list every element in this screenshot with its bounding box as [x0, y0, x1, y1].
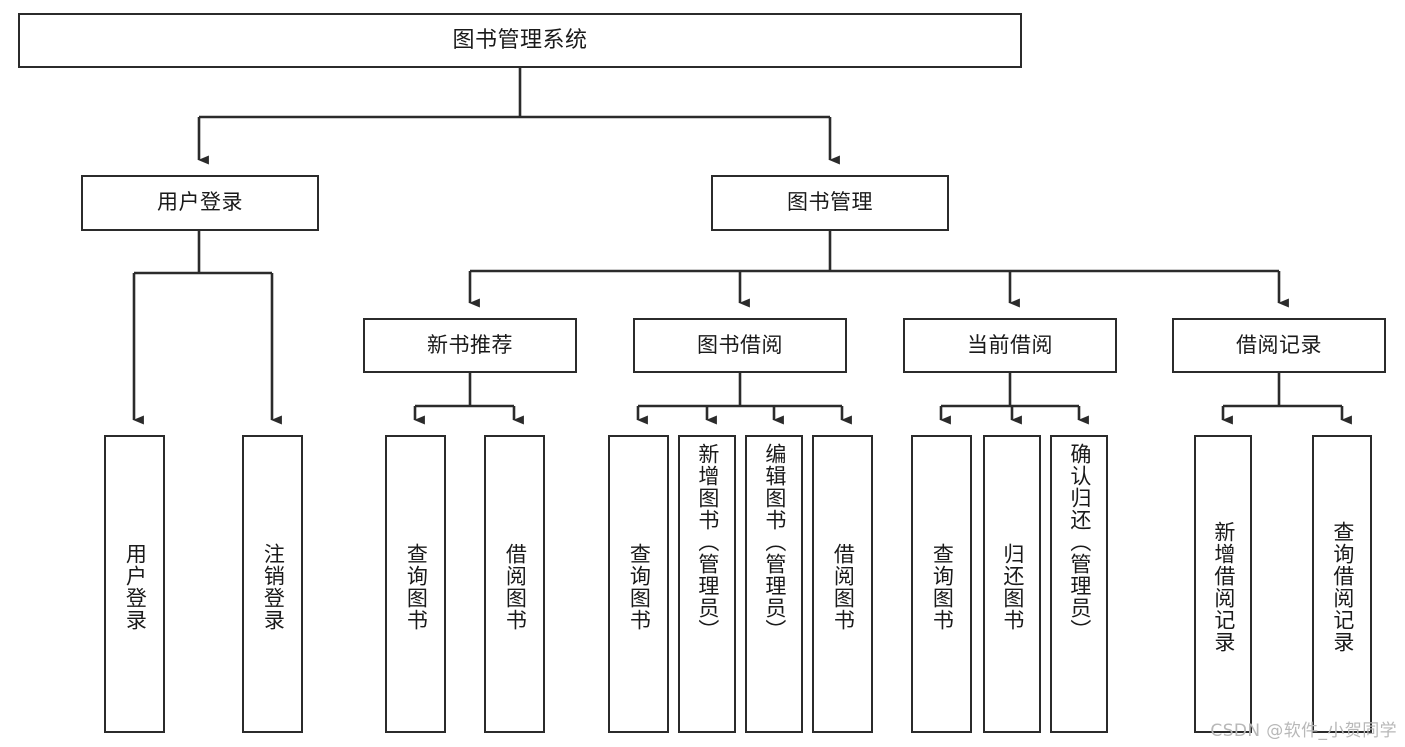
- node-current-borrow-label: 当前借阅: [967, 333, 1053, 357]
- node-leaf-user-login[interactable]: 用户登录: [104, 435, 165, 733]
- node-leaf-add-borrow-record[interactable]: 新增借阅记录: [1194, 435, 1252, 733]
- node-new-book-recommend-label: 新书推荐: [427, 333, 513, 357]
- node-leaf-query-book-2[interactable]: 查询图书: [608, 435, 669, 733]
- node-leaf-confirm-return[interactable]: 确认归还（管理员）: [1050, 435, 1108, 733]
- node-borrow-record-label: 借阅记录: [1236, 333, 1322, 357]
- node-leaf-edit-book[interactable]: 编辑图书（管理员）: [745, 435, 803, 733]
- node-current-borrow[interactable]: 当前借阅: [903, 318, 1117, 373]
- node-leaf-logout-login-label: 注销登录: [261, 543, 285, 631]
- csdn-watermark: CSDN @软件_小贺同学: [1210, 721, 1397, 741]
- node-leaf-return-book-label: 归还图书: [1000, 543, 1024, 631]
- node-leaf-query-book-1-label: 查询图书: [404, 543, 428, 631]
- node-book-borrow-label: 图书借阅: [697, 333, 783, 357]
- node-borrow-record[interactable]: 借阅记录: [1172, 318, 1386, 373]
- node-user-login-label: 用户登录: [157, 191, 243, 215]
- node-leaf-user-login-label: 用户登录: [123, 543, 147, 631]
- node-book-management[interactable]: 图书管理: [711, 175, 949, 231]
- node-leaf-add-borrow-record-label: 新增借阅记录: [1211, 521, 1235, 653]
- node-leaf-add-book-label: 新增图书（管理员）: [695, 443, 719, 641]
- node-book-management-label: 图书管理: [787, 191, 873, 215]
- node-root-label: 图书管理系统: [452, 27, 588, 53]
- node-book-borrow[interactable]: 图书借阅: [633, 318, 847, 373]
- node-leaf-query-book-1[interactable]: 查询图书: [385, 435, 446, 733]
- node-leaf-query-book-3[interactable]: 查询图书: [911, 435, 972, 733]
- node-root[interactable]: 图书管理系统: [18, 13, 1022, 68]
- node-leaf-confirm-return-label: 确认归还（管理员）: [1067, 443, 1091, 641]
- node-new-book-recommend[interactable]: 新书推荐: [363, 318, 577, 373]
- node-leaf-query-borrow-record-label: 查询借阅记录: [1330, 521, 1354, 653]
- node-leaf-query-book-2-label: 查询图书: [627, 543, 651, 631]
- node-leaf-edit-book-label: 编辑图书（管理员）: [762, 443, 786, 641]
- node-leaf-add-book[interactable]: 新增图书（管理员）: [678, 435, 736, 733]
- node-leaf-logout-login[interactable]: 注销登录: [242, 435, 303, 733]
- node-leaf-query-book-3-label: 查询图书: [930, 543, 954, 631]
- node-leaf-borrow-book-1[interactable]: 借阅图书: [484, 435, 545, 733]
- node-leaf-query-borrow-record[interactable]: 查询借阅记录: [1312, 435, 1372, 733]
- node-leaf-return-book[interactable]: 归还图书: [983, 435, 1041, 733]
- node-leaf-borrow-book-1-label: 借阅图书: [503, 543, 527, 631]
- node-leaf-borrow-book-2-label: 借阅图书: [831, 543, 855, 631]
- node-user-login[interactable]: 用户登录: [81, 175, 319, 231]
- node-leaf-borrow-book-2[interactable]: 借阅图书: [812, 435, 873, 733]
